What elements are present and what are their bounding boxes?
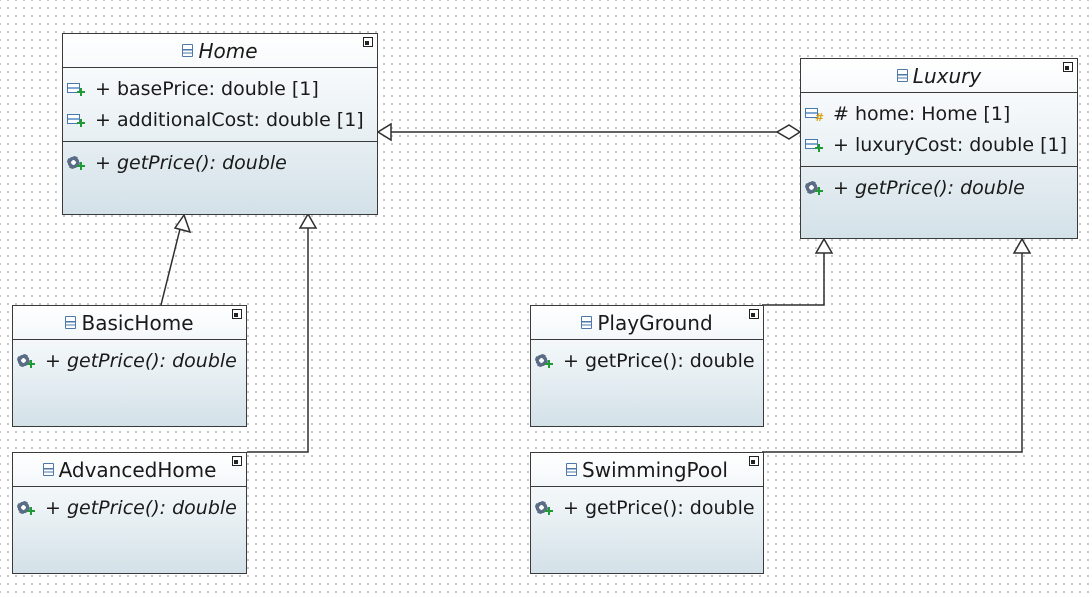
operations-compartment: + getPrice(): double bbox=[531, 487, 763, 529]
class-icon bbox=[182, 44, 194, 57]
public-attribute-icon bbox=[67, 82, 85, 96]
class-header: Home bbox=[63, 34, 377, 68]
generalization-arrowhead-home-basic bbox=[173, 213, 192, 234]
class-icon bbox=[42, 463, 54, 476]
public-operation-icon bbox=[805, 180, 823, 195]
operation-row[interactable]: + getPrice(): double bbox=[535, 345, 759, 376]
class-name: BasicHome bbox=[81, 310, 194, 335]
class-name: AdvancedHome bbox=[58, 457, 217, 482]
operations-compartment: + getPrice(): double bbox=[13, 487, 246, 529]
attribute-row[interactable]: + luxuryCost: double [1] bbox=[805, 129, 1073, 160]
expand-icon[interactable] bbox=[749, 309, 759, 319]
attribute-row[interactable]: # # home: Home [1] bbox=[805, 98, 1073, 129]
public-operation-icon bbox=[535, 353, 553, 368]
operation-row[interactable]: + getPrice(): double bbox=[17, 492, 242, 523]
operation-row[interactable]: + getPrice(): double bbox=[17, 345, 242, 376]
expand-icon[interactable] bbox=[232, 456, 242, 466]
class-icon bbox=[65, 316, 77, 329]
attribute-row[interactable]: + additionalCost: double [1] bbox=[67, 104, 373, 135]
operations-compartment: + getPrice(): double bbox=[801, 167, 1077, 209]
class-name: SwimmingPool bbox=[582, 457, 728, 482]
class-header: Luxury bbox=[801, 59, 1077, 93]
class-icon bbox=[896, 69, 908, 82]
class-header: BasicHome bbox=[13, 306, 246, 340]
class-name: PlayGround bbox=[597, 310, 713, 335]
class-home[interactable]: Home + basePrice: double [1] + additiona… bbox=[62, 33, 378, 215]
public-operation-icon bbox=[17, 500, 35, 515]
expand-icon[interactable] bbox=[749, 456, 759, 466]
public-operation-icon bbox=[535, 500, 553, 515]
class-header: PlayGround bbox=[531, 306, 763, 340]
attributes-compartment: + basePrice: double [1] + additionalCost… bbox=[63, 68, 377, 142]
operation-row[interactable]: + getPrice(): double bbox=[67, 147, 373, 178]
operation-row[interactable]: + getPrice(): double bbox=[805, 172, 1073, 203]
generalization-line-advancedhome-home bbox=[247, 228, 309, 453]
class-playground[interactable]: PlayGround + getPrice(): double bbox=[530, 305, 764, 427]
class-icon bbox=[581, 316, 593, 329]
class-name: Luxury bbox=[912, 63, 982, 88]
public-operation-icon bbox=[17, 353, 35, 368]
expand-icon[interactable] bbox=[1063, 62, 1073, 72]
generalization-arrowhead-home-side bbox=[376, 122, 392, 142]
attributes-compartment: # # home: Home [1] + luxuryCost: double … bbox=[801, 93, 1077, 167]
public-attribute-icon bbox=[67, 113, 85, 127]
generalization-line-swimmingpool-luxury bbox=[762, 253, 1023, 453]
public-attribute-icon bbox=[805, 138, 823, 152]
operations-compartment: + getPrice(): double bbox=[63, 142, 377, 184]
class-basichome[interactable]: BasicHome + getPrice(): double bbox=[12, 305, 247, 427]
attribute-row[interactable]: + basePrice: double [1] bbox=[67, 73, 373, 104]
class-luxury[interactable]: Luxury # # home: Home [1] + luxuryCost: … bbox=[800, 58, 1078, 239]
class-header: SwimmingPool bbox=[531, 453, 763, 487]
generalization-arrowhead-luxury-playground bbox=[814, 237, 834, 254]
operations-compartment: + getPrice(): double bbox=[13, 340, 246, 382]
generalization-arrowhead-home-advanced bbox=[298, 212, 318, 229]
class-advancedhome[interactable]: AdvancedHome + getPrice(): double bbox=[12, 452, 247, 574]
expand-icon[interactable] bbox=[232, 309, 242, 319]
aggregation-diamond bbox=[775, 124, 802, 140]
class-icon bbox=[566, 463, 578, 476]
generalization-arrowhead-luxury-swimmingpool bbox=[1012, 237, 1032, 254]
generalization-line-playground-luxury bbox=[762, 253, 825, 306]
operations-compartment: + getPrice(): double bbox=[531, 340, 763, 382]
class-name: Home bbox=[198, 38, 258, 63]
protected-attribute-icon: # bbox=[805, 107, 824, 124]
class-swimmingpool[interactable]: SwimmingPool + getPrice(): double bbox=[530, 452, 764, 574]
expand-icon[interactable] bbox=[363, 37, 373, 47]
class-header: AdvancedHome bbox=[13, 453, 246, 487]
generalization-line-basichome-home bbox=[160, 228, 181, 306]
public-operation-icon bbox=[67, 155, 85, 170]
operation-row[interactable]: + getPrice(): double bbox=[535, 492, 759, 523]
